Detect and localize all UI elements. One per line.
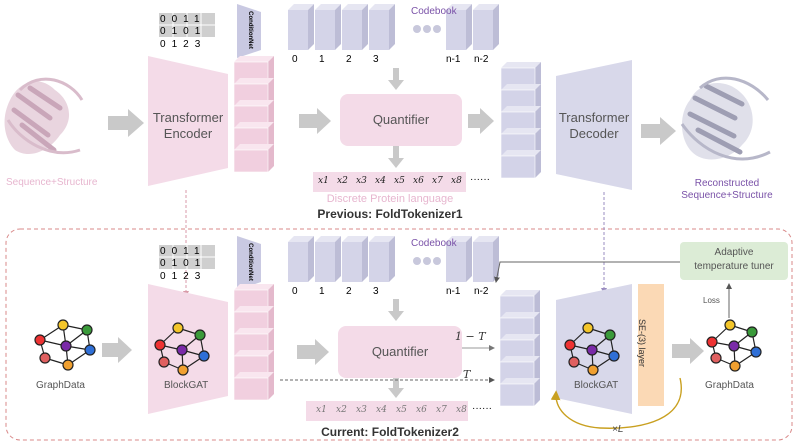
codebook-bottom-index: 1	[319, 286, 325, 297]
blockgat-encoder-label: BlockGAT	[164, 380, 209, 391]
codebook-top-index: 2	[346, 54, 352, 65]
conditionnet-bottom-label: ConditionNet	[246, 243, 253, 281]
one-minus-t-label: 1 − T	[455, 330, 486, 343]
transformer-encoder-shape	[148, 56, 228, 186]
token: x7	[432, 176, 443, 186]
embedding-stack-bottom-right	[499, 289, 541, 407]
codebook-top-label: Codebook	[411, 6, 457, 17]
quantifier-top-label: Quantifier	[372, 112, 430, 127]
previous-title: Previous: FoldTokenizer1	[317, 207, 463, 221]
conditionnet-bottom	[237, 236, 261, 290]
matrix-top-row1: 0011	[160, 14, 206, 25]
graph-input-icon	[34, 319, 96, 371]
token-ellipsis: ······	[470, 174, 490, 185]
blockgat-encoder-shape	[148, 284, 228, 414]
se3-layer-shape	[638, 284, 664, 406]
codebook-top-index: n-2	[474, 54, 489, 65]
embedding-stack-top-left	[233, 55, 275, 173]
transformer-decoder-shape	[556, 60, 632, 190]
token: x8	[456, 405, 467, 415]
token: x1	[316, 405, 327, 415]
graph-encoder-icon	[154, 322, 210, 376]
token: x5	[394, 176, 405, 186]
token-strip-top	[313, 172, 466, 192]
codebook-top-index: 1	[319, 54, 325, 65]
temperature-tuner-box	[680, 242, 788, 280]
graphdata-output-label: GraphData	[705, 380, 754, 391]
se3-layer-label: SE-(3) layer	[637, 318, 648, 368]
protein-output-image	[680, 76, 771, 161]
times-l-label: ×L	[612, 424, 624, 435]
codebook-top-index: 3	[373, 54, 379, 65]
current-title: Current: FoldTokenizer2	[321, 425, 459, 439]
graph-decoder-icon	[564, 322, 620, 376]
token: x5	[396, 405, 407, 415]
t-label: T	[463, 368, 471, 381]
token: x6	[413, 176, 424, 186]
token: x2	[337, 176, 348, 186]
codebook-bottom	[288, 236, 499, 282]
codebook-bottom-index: 0	[292, 286, 298, 297]
codebook-bottom-index: 3	[373, 286, 379, 297]
codebook-bottom-label: Codebook	[411, 238, 457, 249]
dpl-label: Discrete Protein language	[326, 193, 454, 205]
token: x3	[356, 405, 367, 415]
codebook-top-index: n-1	[446, 54, 461, 65]
matrix-top-row2: 0101	[160, 26, 207, 37]
input-sequence-structure-label: Sequence+Structure	[6, 177, 98, 188]
embedding-stack-bottom-left	[233, 283, 275, 401]
matrix-bottom-row1: 0011	[160, 246, 206, 257]
token: x2	[336, 405, 347, 415]
token: x6	[416, 405, 427, 415]
codebook-bottom-index: 2	[346, 286, 352, 297]
quantifier-bottom-label: Quantifier	[371, 344, 429, 359]
repeat-loop-arrow	[550, 377, 682, 429]
codebook-top	[288, 4, 499, 50]
protein-input-image	[4, 77, 84, 155]
quantifier-top-shape	[340, 94, 462, 146]
embedding-stack-top-right	[500, 61, 542, 179]
blockgat-decoder-label: BlockGAT	[574, 380, 619, 391]
conditionnet-top-label: ConditionNet	[246, 11, 253, 49]
token: x3	[356, 176, 367, 186]
codebook-top-index: 0	[292, 54, 298, 65]
matrix-bottom-index: 0123	[160, 271, 207, 282]
token-strip-bottom	[306, 401, 468, 421]
matrix-top-index: 0123	[160, 39, 207, 50]
loss-label: Loss	[703, 296, 720, 305]
quantifier-bottom-shape	[338, 326, 462, 378]
matrix-bottom-row2: 0101	[160, 258, 207, 269]
matrix-bottom	[159, 245, 215, 269]
current-section-border	[5, 228, 793, 441]
graph-output-icon	[706, 319, 762, 372]
token: x4	[375, 176, 386, 186]
codebook-bottom-index: n-2	[474, 286, 489, 297]
codebook-bottom-index: n-1	[446, 286, 461, 297]
conditionnet-top	[237, 4, 261, 58]
token: x7	[436, 405, 447, 415]
token: x8	[451, 176, 462, 186]
token-ellipsis: ······	[472, 403, 492, 414]
token: x1	[318, 176, 329, 186]
matrix-top	[159, 13, 215, 37]
token: x4	[376, 405, 387, 415]
graphdata-input-label: GraphData	[36, 380, 85, 391]
